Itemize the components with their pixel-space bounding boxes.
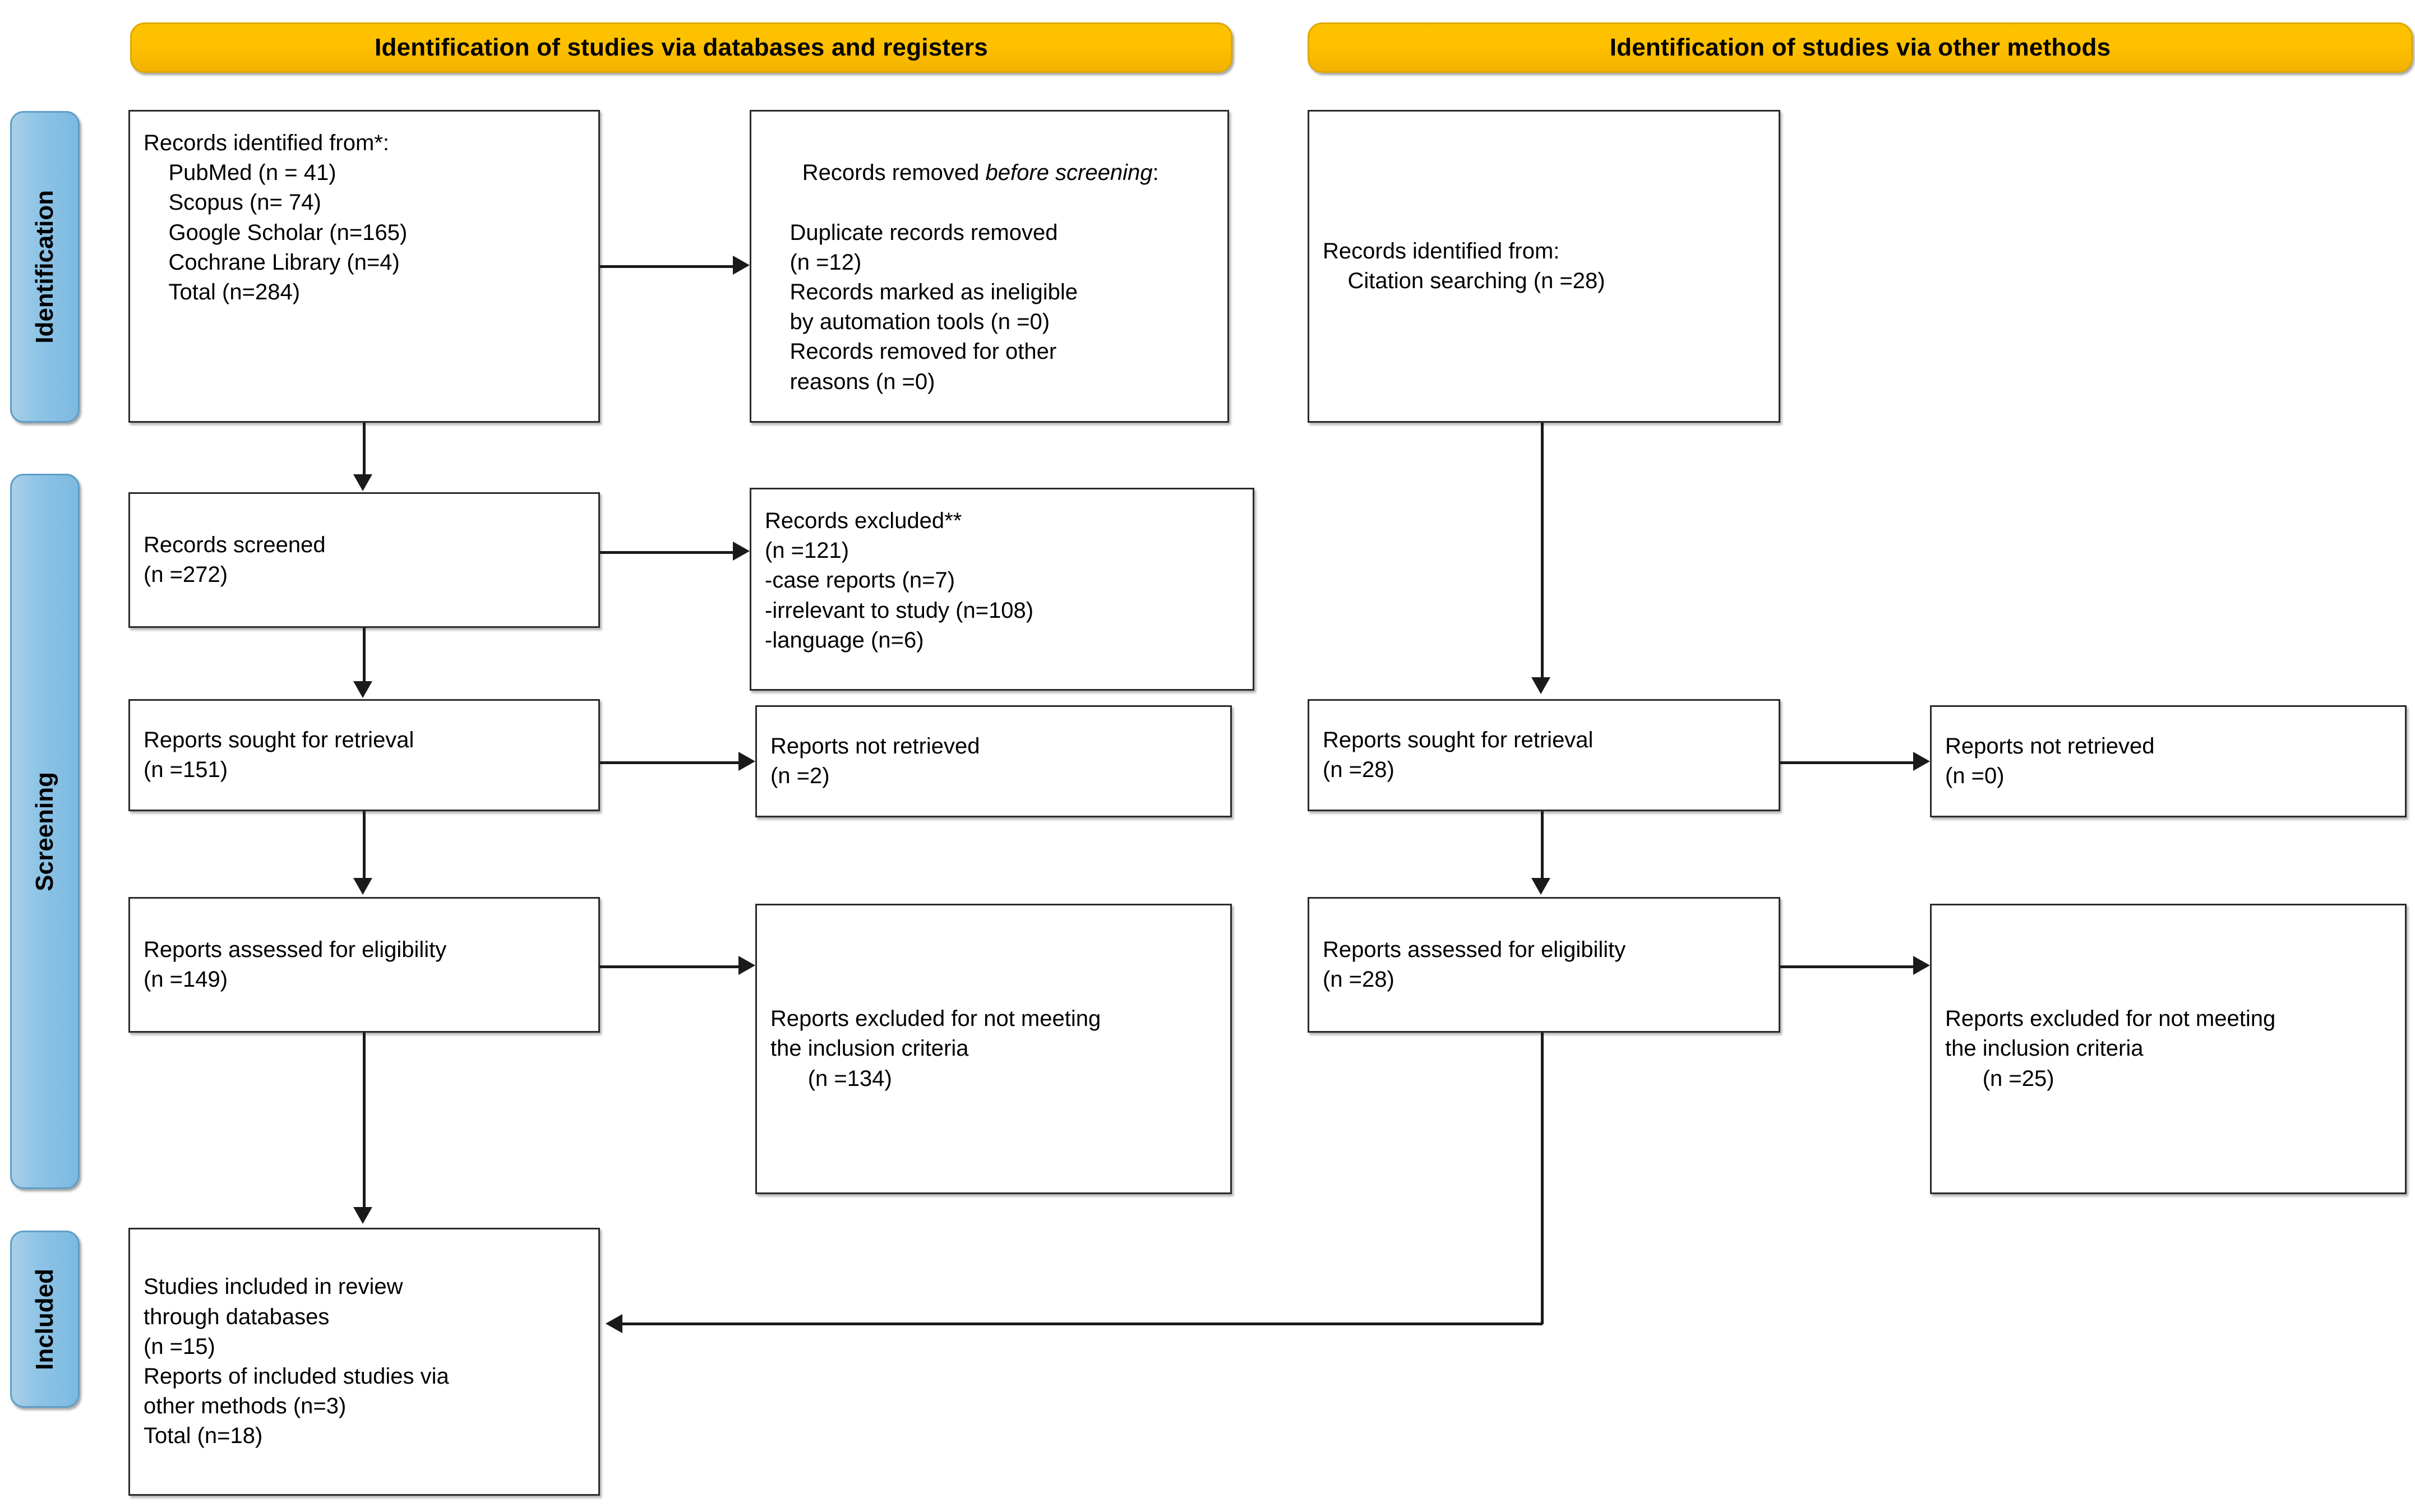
arrowhead-other-to-included xyxy=(606,1314,622,1333)
connector-identified-other-to-sought-other xyxy=(1541,423,1544,678)
reports-sought-other-text: Reports sought for retrieval (n =28) xyxy=(1323,727,1594,782)
arrowhead-sought-other-to-assessed-other xyxy=(1531,878,1550,895)
arrowhead-identified-to-screened xyxy=(353,474,372,491)
box-reports-excluded-other: Reports excluded for not meeting the inc… xyxy=(1930,904,2407,1194)
records-removed-heading: Records removed before screening: xyxy=(751,112,1227,218)
connector-screened-to-excluded xyxy=(600,551,733,554)
connector-assessed-to-excluded-db xyxy=(600,965,739,968)
box-reports-assessed-eligibility-other: Reports assessed for eligibility (n =28) xyxy=(1308,897,1780,1033)
box-reports-assessed-eligibility-databases: Reports assessed for eligibility (n =149… xyxy=(128,897,600,1033)
phase-label-identification: Identification xyxy=(31,190,58,344)
records-removed-head-plain: Records removed xyxy=(802,160,986,186)
phase-tab-identification: Identification xyxy=(10,111,80,423)
box-studies-included-in-review: Studies included in review through datab… xyxy=(128,1228,600,1496)
box-records-excluded: Records excluded** (n =121) -case report… xyxy=(750,488,1254,691)
arrowhead-sought-to-assessed-db xyxy=(353,878,372,895)
reports-assessed-db-text: Reports assessed for eligibility (n =149… xyxy=(144,937,447,992)
arrowhead-sought-to-not-retrieved-db xyxy=(738,752,755,771)
box-reports-sought-retrieval-other: Reports sought for retrieval (n =28) xyxy=(1308,699,1780,811)
connector-sought-to-not-retrieved-db xyxy=(600,761,739,764)
arrowhead-screened-to-excluded xyxy=(733,542,750,561)
reports-assessed-other-text: Reports assessed for eligibility (n =28) xyxy=(1323,937,1626,992)
arrowhead-assessed-to-excluded-other xyxy=(1913,956,1930,975)
connector-identified-to-screened xyxy=(363,423,366,476)
reports-not-retrieved-db-text: Reports not retrieved (n =2) xyxy=(770,733,980,788)
box-records-identified-from: Records identified from*: PubMed (n = 41… xyxy=(128,110,600,423)
reports-excluded-db-text: Reports excluded for not meeting the inc… xyxy=(770,1006,1101,1091)
connector-sought-to-assessed-db xyxy=(363,811,366,878)
phase-tab-screening: Screening xyxy=(10,474,80,1189)
header-databases-label: Identification of studies via databases … xyxy=(375,34,988,61)
records-identified-text: Records identified from*: PubMed (n = 41… xyxy=(144,131,408,304)
connector-assessed-to-included xyxy=(363,1033,366,1208)
header-other-methods: Identification of studies via other meth… xyxy=(1308,22,2413,73)
records-excluded-text: Records excluded** (n =121) -case report… xyxy=(765,508,1034,653)
phase-label-screening: Screening xyxy=(31,771,58,891)
connector-identified-to-removed xyxy=(600,265,733,268)
arrowhead-identified-to-removed xyxy=(733,256,750,275)
arrowhead-assessed-to-excluded-db xyxy=(738,956,755,975)
studies-included-text: Studies included in review through datab… xyxy=(144,1274,449,1449)
reports-sought-db-text: Reports sought for retrieval (n =151) xyxy=(144,727,414,782)
arrowhead-screened-to-sought-db xyxy=(353,681,372,698)
records-screened-text: Records screened (n =272) xyxy=(144,532,326,587)
connector-assessed-other-down xyxy=(1541,1033,1544,1324)
box-reports-not-retrieved-other: Reports not retrieved (n =0) xyxy=(1930,705,2407,817)
records-identified-other-text: Records identified from: Citation search… xyxy=(1323,238,1605,293)
records-removed-head-tail: : xyxy=(1152,160,1159,186)
phase-label-included: Included xyxy=(31,1268,58,1370)
box-records-identified-other-methods: Records identified from: Citation search… xyxy=(1308,110,1780,423)
box-reports-not-retrieved-databases: Reports not retrieved (n =2) xyxy=(755,705,1232,817)
connector-sought-other-to-assessed-other xyxy=(1541,811,1544,878)
connector-sought-to-not-retrieved-other xyxy=(1780,761,1914,764)
arrowhead-identified-other-to-sought-other xyxy=(1531,677,1550,694)
connector-assessed-other-to-included xyxy=(622,1323,1543,1325)
box-reports-excluded-databases: Reports excluded for not meeting the inc… xyxy=(755,904,1232,1194)
reports-not-retrieved-other-text: Reports not retrieved (n =0) xyxy=(1945,733,2155,788)
connector-screened-to-sought-db xyxy=(363,628,366,681)
phase-tab-included: Included xyxy=(10,1231,80,1408)
box-records-removed-before-screening: Records removed before screening: Duplic… xyxy=(750,110,1229,423)
records-removed-text: Duplicate records removed (n =12) Record… xyxy=(789,220,1078,394)
header-databases-and-registers: Identification of studies via databases … xyxy=(130,22,1232,73)
box-records-screened: Records screened (n =272) xyxy=(128,492,600,628)
reports-excluded-other-text: Reports excluded for not meeting the inc… xyxy=(1945,1006,2276,1091)
records-removed-head-italic: before screening xyxy=(985,160,1153,186)
box-reports-sought-retrieval-databases: Reports sought for retrieval (n =151) xyxy=(128,699,600,811)
header-other-methods-label: Identification of studies via other meth… xyxy=(1609,34,2111,61)
arrowhead-assessed-to-included xyxy=(353,1207,372,1224)
connector-assessed-to-excluded-other xyxy=(1780,965,1914,968)
arrowhead-sought-to-not-retrieved-other xyxy=(1913,752,1930,771)
